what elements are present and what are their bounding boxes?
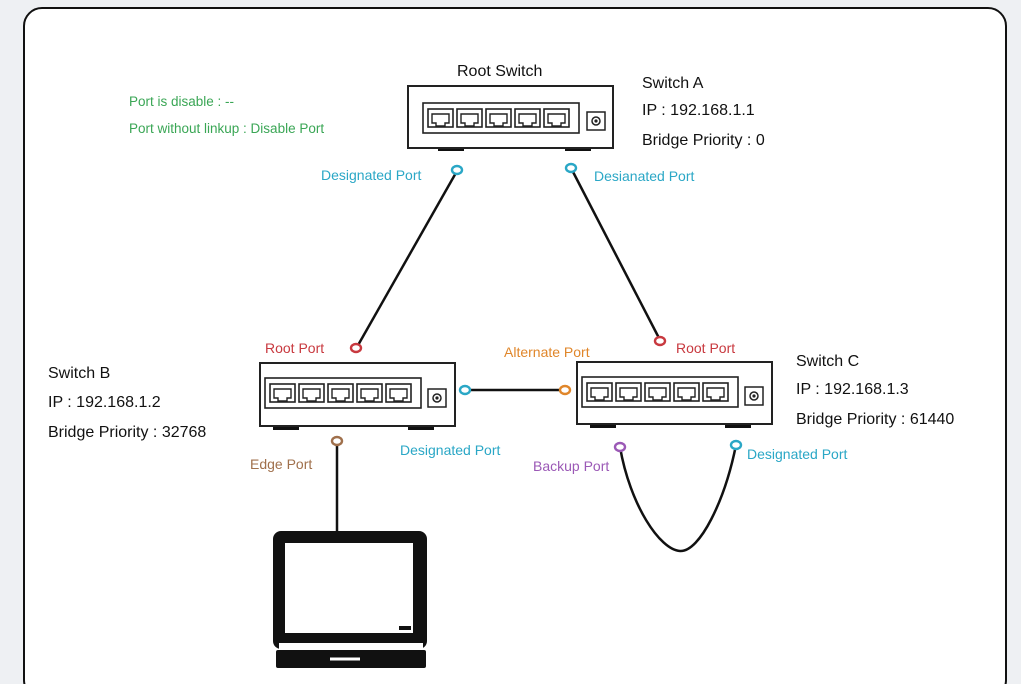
switch-b-ip: IP : 192.168.1.2 bbox=[48, 394, 161, 411]
switch-b-name: Switch B bbox=[48, 365, 110, 382]
port-label-b-designated: Designated Port bbox=[400, 442, 501, 458]
diagram-panel bbox=[23, 7, 1007, 684]
switch-c-name: Switch C bbox=[796, 353, 859, 370]
port-marker-c-alternate bbox=[558, 384, 572, 396]
switch-a-ip: IP : 192.168.1.1 bbox=[642, 102, 755, 119]
link-a-b bbox=[355, 170, 459, 348]
port-label-b-root: Root Port bbox=[265, 340, 324, 356]
switch-a-device[interactable] bbox=[407, 85, 614, 151]
port-label-c-root: Root Port bbox=[676, 340, 735, 356]
loop-c bbox=[618, 444, 738, 553]
port-label-c-backup: Backup Port bbox=[533, 458, 609, 474]
switch-a-priority: Bridge Priority : 0 bbox=[642, 132, 765, 149]
port-label-b-edge: Edge Port bbox=[250, 456, 312, 472]
port-marker-b-edge bbox=[330, 435, 344, 447]
port-marker-b-designated bbox=[458, 384, 472, 396]
root-switch-label: Root Switch bbox=[457, 63, 542, 80]
switch-b-device[interactable] bbox=[259, 362, 456, 430]
port-marker-c-designated bbox=[729, 439, 743, 451]
port-marker-a-right bbox=[564, 162, 578, 174]
links bbox=[335, 167, 738, 553]
port-markers bbox=[330, 162, 743, 453]
legend-line-1: Port is disable : -- bbox=[129, 94, 234, 109]
legend-line-2: Port without linkup : Disable Port bbox=[129, 121, 324, 136]
port-label-a-right: Desianated Port bbox=[594, 168, 695, 184]
switch-b-priority: Bridge Priority : 32768 bbox=[48, 424, 206, 441]
switch-c-device[interactable] bbox=[576, 361, 773, 428]
port-marker-c-root bbox=[653, 335, 667, 347]
link-a-c bbox=[569, 167, 662, 341]
switch-c-priority: Bridge Priority : 61440 bbox=[796, 411, 954, 428]
port-marker-c-backup bbox=[613, 441, 627, 453]
port-marker-a-left bbox=[450, 164, 464, 176]
port-marker-b-root bbox=[349, 342, 363, 354]
port-label-c-alternate: Alternate Port bbox=[504, 344, 590, 360]
switch-c-ip: IP : 192.168.1.3 bbox=[796, 381, 909, 398]
computer-icon[interactable] bbox=[273, 531, 427, 668]
switch-a-name: Switch A bbox=[642, 75, 704, 92]
port-label-a-left: Designated Port bbox=[321, 167, 422, 183]
port-label-c-designated: Designated Port bbox=[747, 446, 848, 462]
